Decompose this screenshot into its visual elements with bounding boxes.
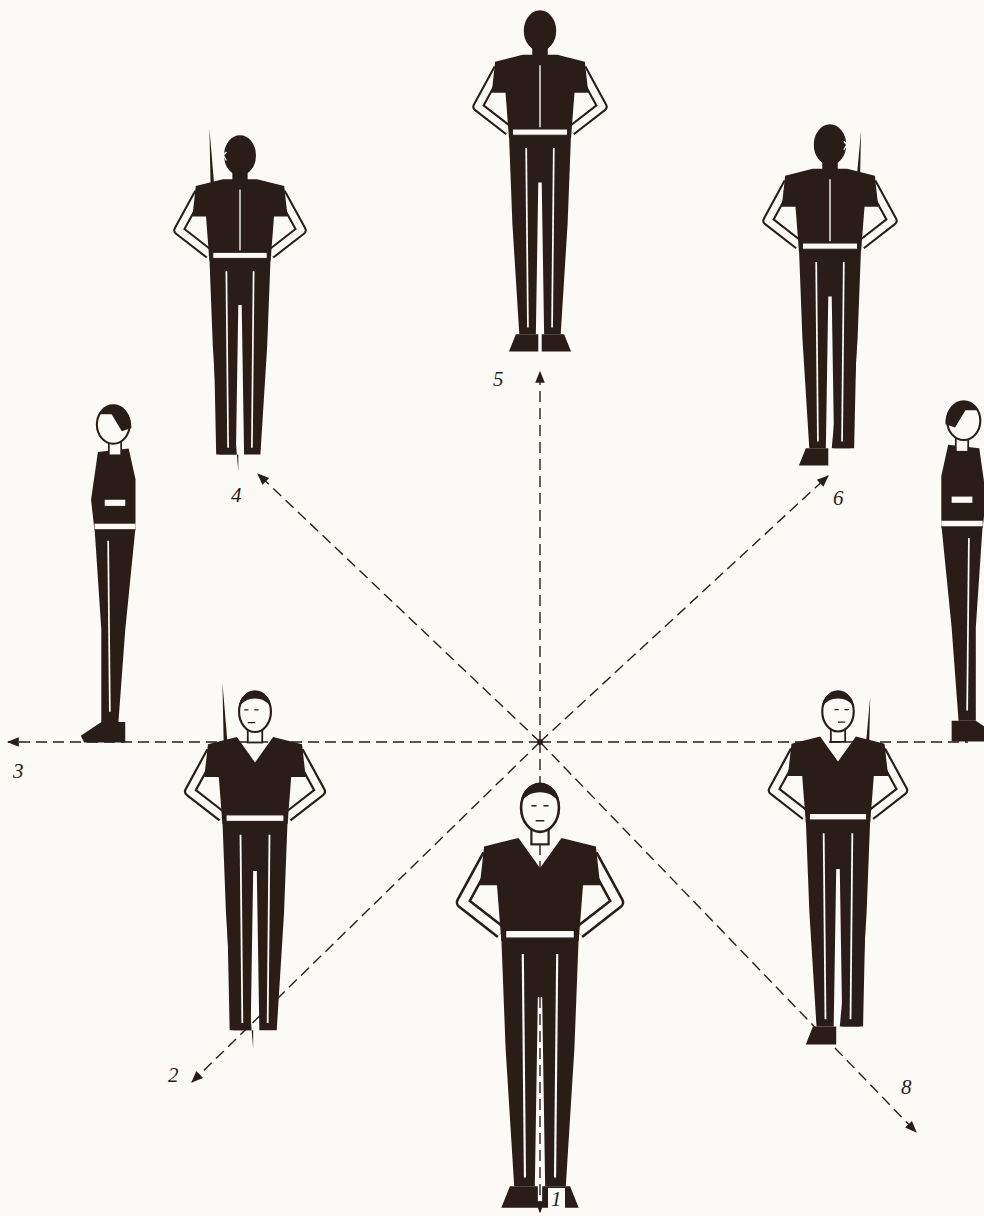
head [521,784,559,832]
hair [822,692,854,708]
head [822,691,854,731]
spine-line [829,179,830,241]
trouser-stripe [824,833,826,1019]
direction-number: 1 [548,1188,565,1211]
direction-number: 2 [165,1064,182,1087]
trouser-stripe [241,835,243,1023]
hair [99,406,131,432]
belt [512,129,567,135]
belt [802,243,857,249]
hair [945,402,977,428]
spine-line [239,189,240,250]
shirt [192,179,287,261]
dancer-figure [941,401,984,741]
trouser-stripe [268,835,270,1023]
head [225,136,255,174]
shirt [782,169,879,252]
direction-number: 8 [898,1076,915,1099]
direction-lines [8,372,968,1212]
face [531,806,548,821]
head [239,691,271,732]
direction-line [539,372,540,742]
head [525,11,555,50]
trousers [501,937,578,1186]
belt [226,815,284,822]
trouser-stripe [851,833,853,1019]
belt [809,814,866,820]
trouser-stripe [226,271,228,448]
direction-number: 6 [830,487,847,510]
face [834,710,848,723]
trouser-stripe [555,954,557,1178]
direction-line [540,476,828,742]
head [815,125,845,164]
ear [223,152,226,161]
trouser-stripe [842,262,844,441]
dancer-figure [768,125,892,465]
trousers [941,524,982,721]
feet [509,334,571,351]
trouser-stripe [526,148,528,327]
trousers [94,527,135,722]
center-point [537,739,543,745]
shirt [788,737,888,823]
face [244,710,258,723]
direction-number: 3 [10,760,27,783]
belt [94,524,135,529]
belt [506,930,575,938]
trouser-stripe [108,541,110,712]
trouser-stripe [252,271,254,448]
direction-line [258,474,540,742]
shirt [480,838,600,941]
dancer-figure [179,128,301,471]
dancer-figure [774,691,903,1044]
trouser-stripe [552,148,554,327]
direction-line [540,741,968,742]
spine-line [539,65,540,127]
feet [81,722,125,743]
ear [844,141,847,150]
hair [521,784,559,803]
dancer-figure [463,784,618,1208]
shirt [941,445,984,528]
trousers [509,134,571,334]
feet [952,721,984,742]
trouser-stripe [816,262,818,441]
hair [239,692,271,708]
shirt [492,55,589,138]
shirt [204,737,305,824]
belt [941,521,982,527]
trouser-stripe [967,538,969,711]
direction-number: 5 [490,368,507,391]
dancer-figure [190,683,320,1049]
shirt [91,448,135,530]
dancer-figure [81,405,136,742]
feet [501,1186,578,1208]
arm-band [105,500,126,506]
arm-band [952,497,973,503]
trouser-stripe [523,954,525,1178]
dancer-figure [478,11,602,351]
direction-number: 4 [228,484,245,507]
belt [213,252,267,258]
